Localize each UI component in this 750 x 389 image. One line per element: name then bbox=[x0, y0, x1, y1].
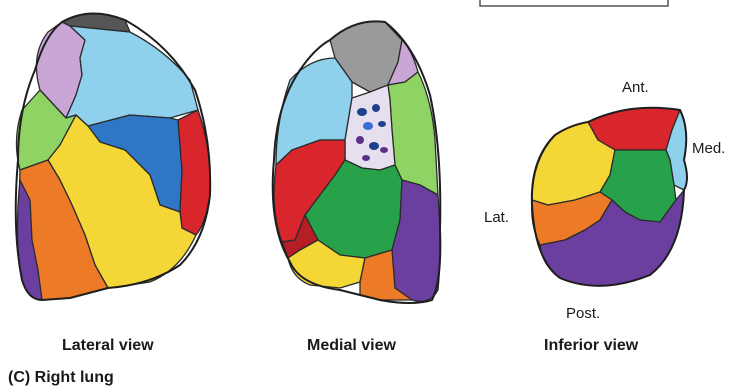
label-medial: Med. bbox=[692, 140, 725, 157]
label-anterior: Ant. bbox=[622, 79, 649, 96]
frame-edge bbox=[480, 0, 668, 6]
label-lateral: Lat. bbox=[484, 209, 509, 226]
panel-label: (C) Right lung bbox=[8, 369, 114, 386]
lateral-segment-apical bbox=[66, 26, 198, 126]
inferior-view-lung bbox=[532, 108, 687, 286]
label-posterior: Post. bbox=[566, 305, 600, 322]
lateral-view-lung bbox=[16, 13, 211, 300]
caption-inferior-view: Inferior view bbox=[544, 337, 639, 354]
caption-medial-view: Medial view bbox=[307, 337, 396, 354]
caption-lateral-view: Lateral view bbox=[62, 337, 154, 354]
medial-view-lung bbox=[273, 21, 441, 303]
